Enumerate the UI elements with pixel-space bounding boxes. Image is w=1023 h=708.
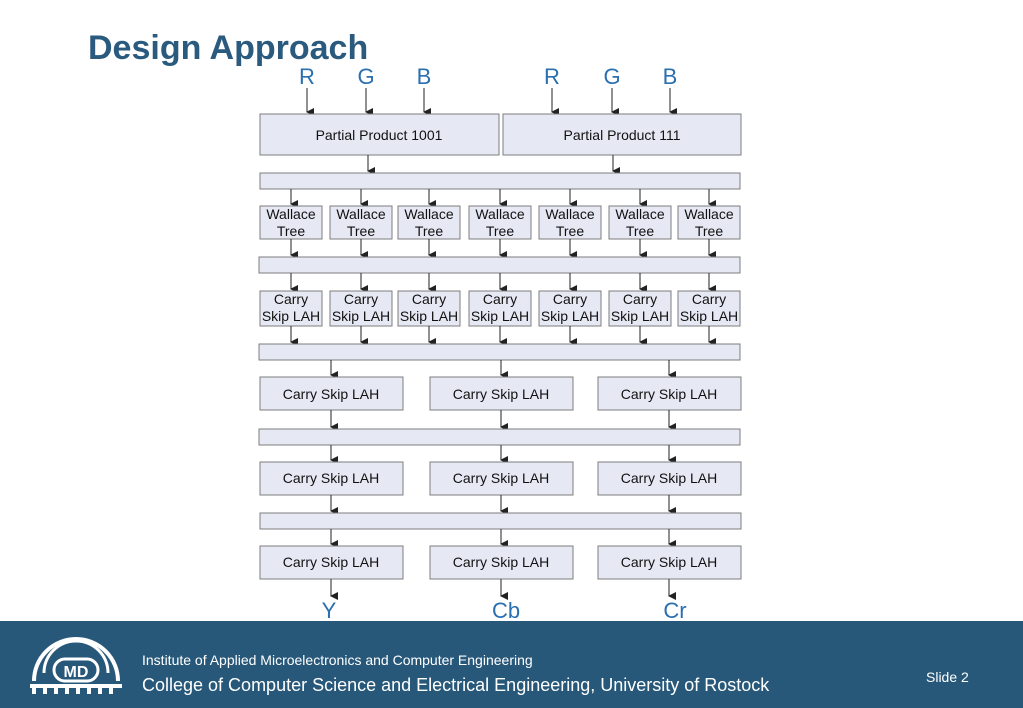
- input-label-left: G: [357, 64, 374, 89]
- partial-product-box: [502, 113, 742, 156]
- wallace-tree-label-line1: Wallace: [684, 206, 733, 222]
- bus-bar: [258, 343, 741, 361]
- carry-skip-label-line1: Carry: [553, 291, 587, 307]
- carry-skip-label-line2: Skip LAH: [680, 308, 738, 324]
- wallace-tree-box: [329, 205, 393, 240]
- carry-skip-box-small: [397, 290, 461, 327]
- carry-skip-label: Carry Skip LAH: [621, 554, 717, 570]
- wallace-tree-box: [608, 205, 672, 240]
- carry-skip-label: Carry Skip LAH: [621, 386, 717, 402]
- carry-skip-box: [597, 545, 742, 580]
- carry-skip-box-small: [259, 290, 323, 327]
- carry-skip-label-line2: Skip LAH: [541, 308, 599, 324]
- wallace-tree-label-line2: Tree: [486, 223, 514, 239]
- carry-skip-box: [429, 461, 574, 496]
- wallace-tree-label-line2: Tree: [556, 223, 584, 239]
- wallace-tree-label-line2: Tree: [347, 223, 375, 239]
- wallace-tree-label-line1: Wallace: [336, 206, 385, 222]
- university-logo-icon: MD: [30, 637, 122, 694]
- carry-skip-box-small: [329, 290, 393, 327]
- wallace-tree-label-line1: Wallace: [545, 206, 594, 222]
- carry-skip-box-small: [538, 290, 602, 327]
- footer-college: College of Computer Science and Electric…: [142, 675, 770, 695]
- carry-skip-label-line1: Carry: [623, 291, 657, 307]
- partial-product-label: Partial Product 1001: [316, 127, 443, 143]
- carry-skip-label-line1: Carry: [412, 291, 446, 307]
- bus-bar: [258, 256, 741, 274]
- bus-bar: [259, 512, 742, 530]
- wallace-tree-label-line1: Wallace: [615, 206, 664, 222]
- output-label: Y: [322, 598, 337, 620]
- carry-skip-box: [597, 376, 742, 411]
- wallace-tree-box: [677, 205, 741, 240]
- bus-bar: [258, 428, 741, 446]
- partial-product-box: [259, 113, 500, 156]
- wallace-tree-label-line2: Tree: [277, 223, 305, 239]
- wallace-tree-label-line1: Wallace: [404, 206, 453, 222]
- slide-title: Design Approach: [88, 29, 369, 67]
- carry-skip-box-small: [468, 290, 532, 327]
- wallace-tree-label-line2: Tree: [695, 223, 723, 239]
- output-label: Cb: [492, 598, 520, 620]
- wallace-tree-box: [538, 205, 602, 240]
- carry-skip-box: [429, 376, 574, 411]
- wallace-tree-label-line1: Wallace: [266, 206, 315, 222]
- svg-text:MD: MD: [64, 664, 89, 681]
- carry-skip-label-line2: Skip LAH: [332, 308, 390, 324]
- carry-skip-label: Carry Skip LAH: [453, 470, 549, 486]
- footer-institute: Institute of Applied Microelectronics an…: [142, 652, 533, 668]
- wallace-tree-label-line2: Tree: [415, 223, 443, 239]
- output-label: Cr: [663, 598, 686, 620]
- footer-bar: MD Institute of Applied Microelectronics…: [0, 621, 1023, 708]
- input-label-left: B: [417, 64, 432, 89]
- carry-skip-label-line2: Skip LAH: [611, 308, 669, 324]
- carry-skip-box-small: [677, 290, 741, 327]
- carry-skip-label-line1: Carry: [483, 291, 517, 307]
- carry-skip-label-line2: Skip LAH: [400, 308, 458, 324]
- bus-bar: [259, 172, 741, 190]
- wallace-tree-label-line2: Tree: [626, 223, 654, 239]
- carry-skip-label-line1: Carry: [692, 291, 726, 307]
- carry-skip-label: Carry Skip LAH: [453, 386, 549, 402]
- carry-skip-box: [429, 545, 574, 580]
- carry-skip-box-small: [608, 290, 672, 327]
- input-label-right: G: [603, 64, 620, 89]
- slide-number: Slide 2: [926, 669, 969, 685]
- input-label-left: R: [299, 64, 315, 89]
- input-label-right: B: [663, 64, 678, 89]
- input-label-right: R: [544, 64, 560, 89]
- block-diagram: R G B R G B Partial Product 1001 Partial Produc…: [258, 64, 742, 620]
- wallace-tree-label-line1: Wallace: [475, 206, 524, 222]
- wallace-tree-box: [468, 205, 532, 240]
- carry-skip-label: Carry Skip LAH: [283, 554, 379, 570]
- carry-skip-label-line2: Skip LAH: [262, 308, 320, 324]
- wallace-tree-box: [397, 205, 461, 240]
- carry-skip-label-line1: Carry: [344, 291, 378, 307]
- partial-product-label: Partial Product 111: [564, 127, 681, 143]
- carry-skip-label-line1: Carry: [274, 291, 308, 307]
- carry-skip-label-line2: Skip LAH: [471, 308, 529, 324]
- carry-skip-label: Carry Skip LAH: [283, 470, 379, 486]
- carry-skip-label: Carry Skip LAH: [621, 470, 717, 486]
- carry-skip-label: Carry Skip LAH: [453, 554, 549, 570]
- carry-skip-label: Carry Skip LAH: [283, 386, 379, 402]
- carry-skip-box: [259, 376, 404, 411]
